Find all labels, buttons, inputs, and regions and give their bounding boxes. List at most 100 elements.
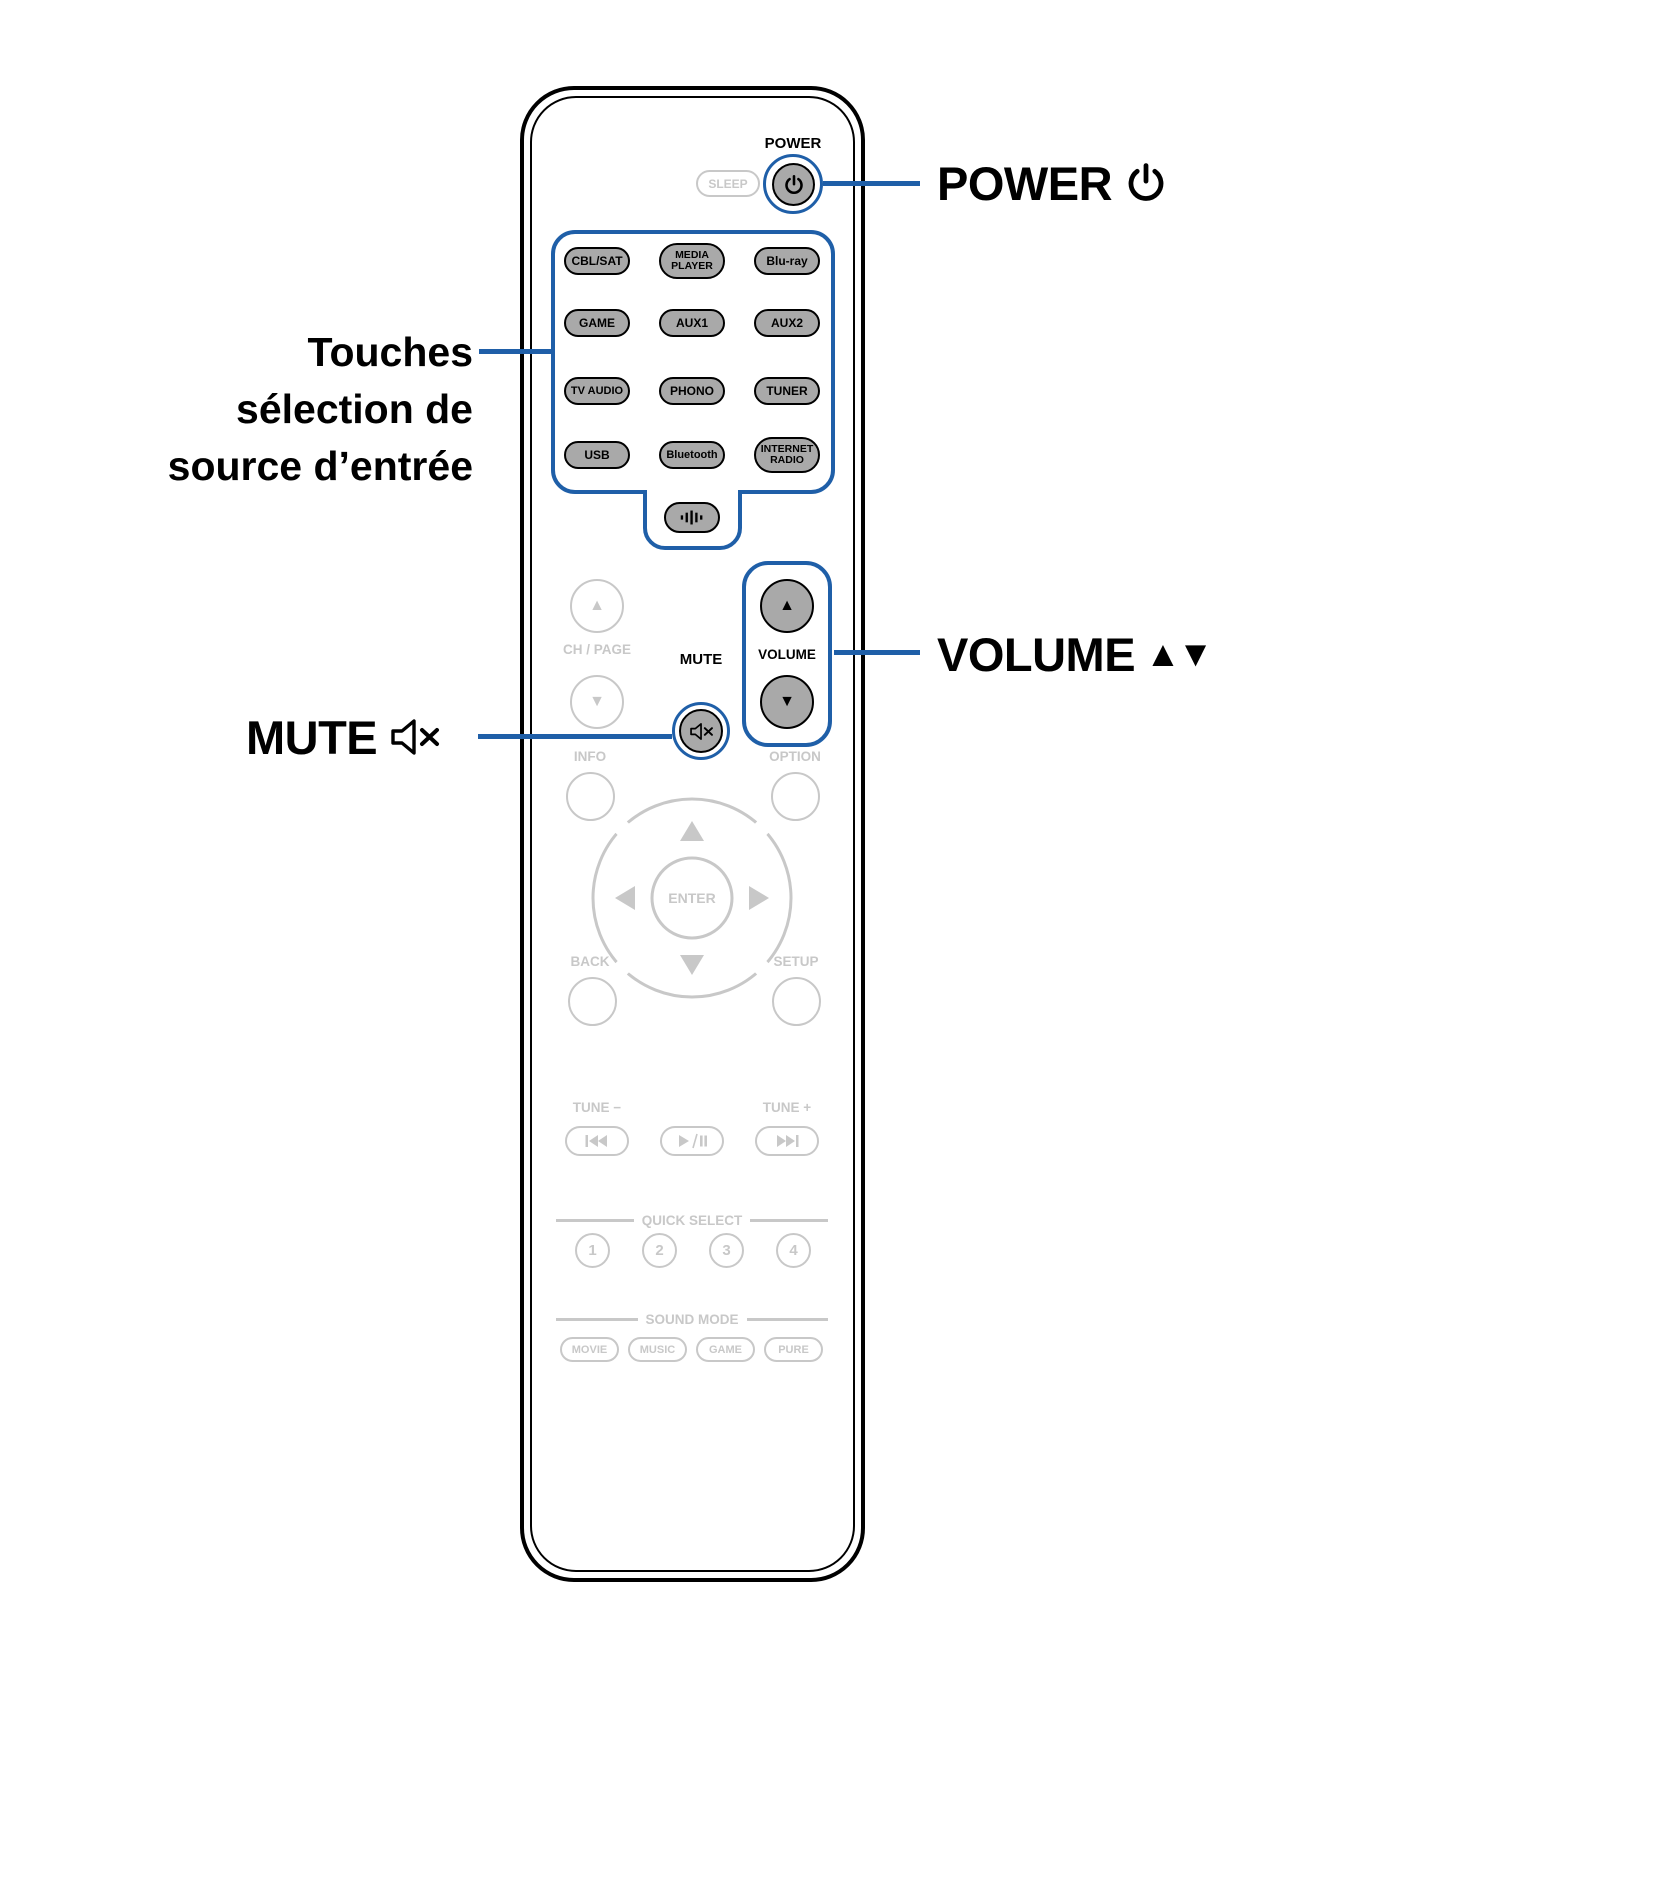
quick-select-title: QUICK SELECT xyxy=(641,1213,743,1228)
quick-select-1-label: 1 xyxy=(588,1242,597,1259)
volume-callout-text: VOLUME xyxy=(937,627,1136,681)
tune-minus-label: TUNE − xyxy=(572,1100,622,1115)
volume-up-button: ▲ xyxy=(760,579,814,633)
tune-plus-label: TUNE + xyxy=(762,1100,812,1115)
volume-callout-label: VOLUME ▲▼ xyxy=(937,627,1213,681)
power-callout-text: POWER xyxy=(937,156,1113,210)
mute-button-caption: MUTE xyxy=(679,651,723,668)
source-button-label: AUX2 xyxy=(770,316,803,330)
dpad-down-icon xyxy=(680,955,704,975)
up-triangle-icon: ▲ xyxy=(589,597,605,614)
dpad-left-icon xyxy=(615,886,635,910)
quick-select-2-button: 2 xyxy=(642,1233,677,1268)
source-button-label: GAME xyxy=(579,316,615,330)
next-track-icon xyxy=(777,1135,799,1147)
source-button-blu-ray: Blu-ray xyxy=(754,247,820,275)
channel-page-label: CH / PAGE xyxy=(562,642,631,657)
directional-pad: ENTER xyxy=(591,797,793,999)
source-button-aux2: AUX2 xyxy=(754,309,820,337)
source-button-label: TUNER xyxy=(766,384,808,398)
sound-mode-title: SOUND MODE xyxy=(645,1312,739,1327)
sound-mode-music-button: MUSIC xyxy=(628,1337,687,1362)
sleep-button-label: SLEEP xyxy=(708,176,748,191)
mute-highlight-ring xyxy=(672,702,730,760)
sound-mode-game-label: GAME xyxy=(709,1343,742,1356)
source-button-label: TV AUDIO xyxy=(570,385,624,397)
up-triangle-icon: ▲ xyxy=(779,597,795,614)
quick-select-2-label: 2 xyxy=(655,1242,664,1259)
info-label: INFO xyxy=(573,749,607,764)
quick-select-4-button: 4 xyxy=(776,1233,811,1268)
source-button-internet-radio: INTERNET RADIO xyxy=(754,437,820,473)
option-button xyxy=(771,772,820,821)
previous-track-icon xyxy=(585,1135,607,1147)
source-button-tv-audio: TV AUDIO xyxy=(564,377,630,405)
source-callout-text: Touches xyxy=(307,329,473,375)
setup-button xyxy=(772,977,821,1026)
enter-button xyxy=(650,856,734,940)
source-button-label: PLAYER xyxy=(671,260,713,272)
power-callout-line xyxy=(823,181,920,186)
quick-select-3-button: 3 xyxy=(709,1233,744,1268)
back-button xyxy=(568,977,617,1026)
previous-track-button xyxy=(565,1126,629,1156)
play-pause-button xyxy=(660,1126,724,1156)
mute-callout-line xyxy=(478,734,672,739)
mute-callout-label: MUTE xyxy=(246,711,441,764)
source-callout-text: source d’entrée xyxy=(167,443,473,489)
source-button-media-player: MEDIA PLAYER xyxy=(659,243,725,279)
source-button-label: INTERNET xyxy=(760,443,814,455)
source-button-label: Blu-ray xyxy=(766,254,808,268)
option-label: OPTION xyxy=(769,749,821,764)
source-button-label: USB xyxy=(584,448,610,462)
dpad-right-icon xyxy=(749,886,769,910)
source-button-tuner: TUNER xyxy=(754,377,820,405)
source-button-label: MEDIA xyxy=(675,249,709,261)
back-label: BACK xyxy=(570,954,610,969)
volume-callout-line xyxy=(834,650,920,655)
source-button-label: Bluetooth xyxy=(666,449,718,461)
up-down-triangles-icon: ▲▼ xyxy=(1145,633,1213,674)
sound-mode-game-button: GAME xyxy=(696,1337,755,1362)
sound-mode-movie-label: MOVIE xyxy=(571,1343,608,1356)
source-button-bluetooth: Bluetooth xyxy=(659,441,725,469)
enter-button-label: ENTER xyxy=(668,890,715,906)
quick-select-3-label: 3 xyxy=(722,1242,731,1259)
info-button xyxy=(566,772,615,821)
setup-label: SETUP xyxy=(773,954,819,969)
quick-select-4-label: 4 xyxy=(789,1242,798,1259)
down-triangle-icon: ▼ xyxy=(779,693,795,710)
volume-highlight-box xyxy=(742,561,832,747)
source-button-label: RADIO xyxy=(770,454,804,466)
power-highlight-ring xyxy=(763,154,823,214)
down-triangle-icon: ▼ xyxy=(589,693,605,710)
sound-wave-source-button xyxy=(664,502,720,533)
volume-label: VOLUME xyxy=(758,647,816,662)
source-button-label: PHONO xyxy=(669,384,714,398)
source-highlight-outline xyxy=(551,230,835,550)
source-highlight-box xyxy=(551,230,835,550)
source-callout-text: sélection de xyxy=(236,386,473,432)
sound-wave-icon xyxy=(680,510,703,525)
quick-select-header: QUICK SELECT xyxy=(556,1213,828,1228)
sound-mode-music-label: MUSIC xyxy=(639,1343,676,1356)
channel-page-down-button: ▼ xyxy=(570,675,624,729)
channel-page-up-button: ▲ xyxy=(570,579,624,633)
sleep-button: SLEEP xyxy=(696,170,760,197)
source-button-label: AUX1 xyxy=(675,316,708,330)
source-button-game: GAME xyxy=(564,309,630,337)
source-callout-label: Touches sélection de source d’entrée xyxy=(105,324,473,495)
volume-down-button: ▼ xyxy=(760,675,814,729)
power-callout-label: POWER xyxy=(937,156,1168,210)
next-track-button xyxy=(755,1126,819,1156)
power-button-caption: POWER xyxy=(764,135,822,152)
source-button-usb: USB xyxy=(564,441,630,469)
mute-icon xyxy=(391,719,440,755)
source-callout-line xyxy=(479,349,554,354)
source-button-cbl-sat: CBL/SAT xyxy=(564,247,630,275)
source-button-aux1: AUX1 xyxy=(659,309,725,337)
sound-mode-header: SOUND MODE xyxy=(556,1312,828,1327)
sound-mode-pure-label: PURE xyxy=(778,1343,809,1356)
play-pause-icon xyxy=(679,1133,707,1149)
